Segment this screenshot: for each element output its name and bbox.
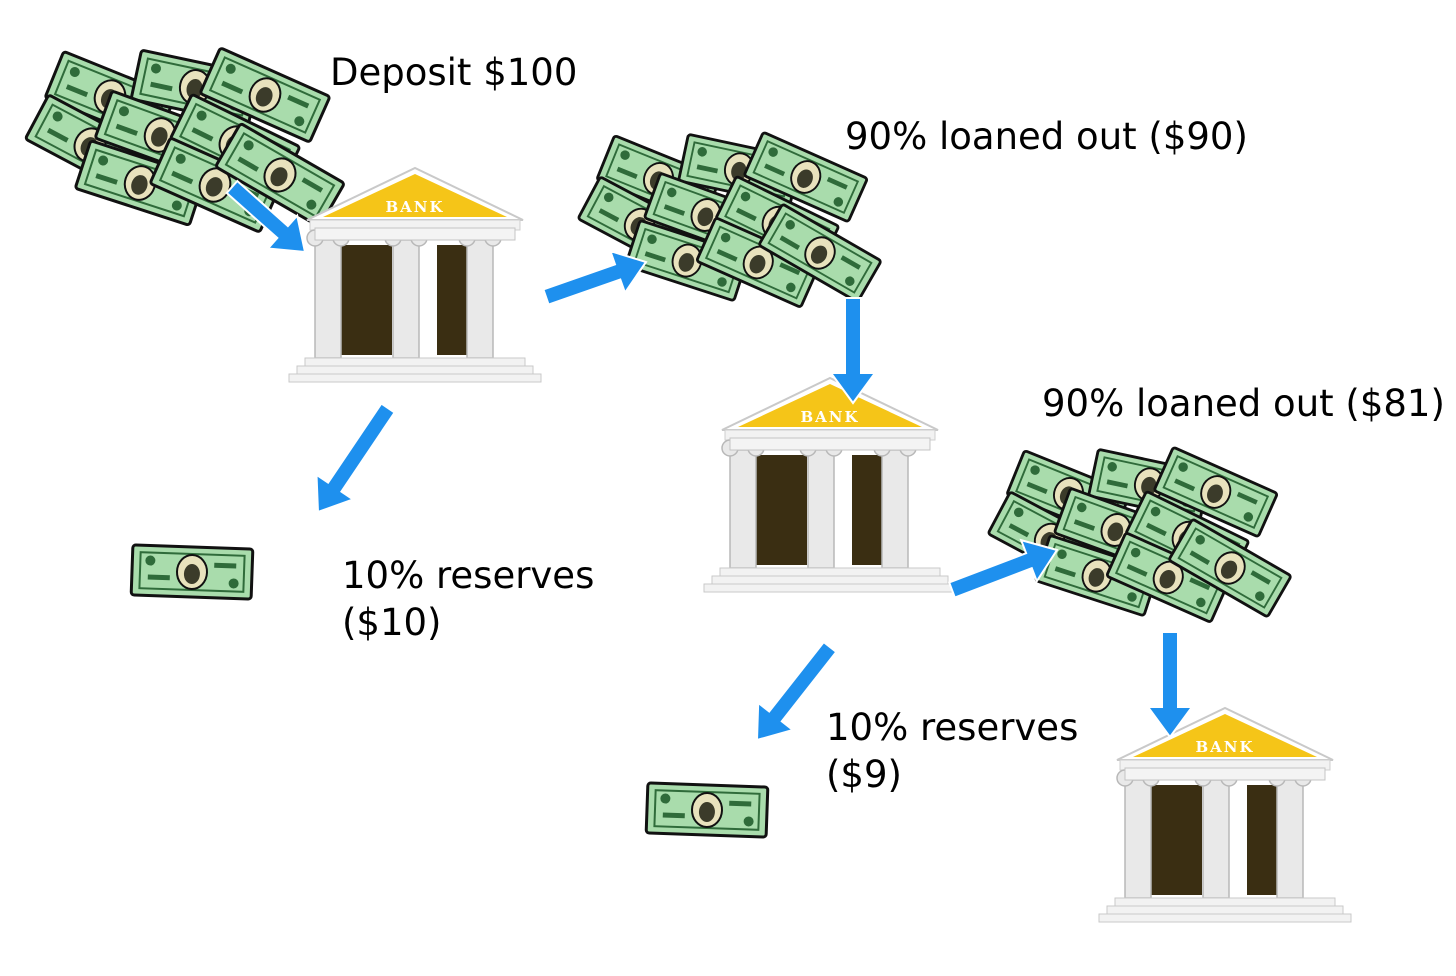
reserve-label-1: 10% reserves ($10)	[342, 552, 594, 646]
bank-3	[1098, 707, 1352, 923]
arrow-bank1-to-reserve	[315, 402, 396, 514]
bank-2	[703, 377, 957, 593]
arrow-loan-to-bank2	[829, 297, 877, 405]
reserve-label-2-line2: ($9)	[826, 753, 902, 796]
money-pile-deposit	[25, 48, 344, 232]
reserve-label-2: 10% reserves ($9)	[826, 704, 1078, 798]
arrow-deposit-to-bank1	[225, 179, 307, 254]
deposit-label: Deposit $100	[330, 51, 578, 94]
arrow-bank2-to-loan	[947, 538, 1059, 599]
reserve-label-2-line1: 10% reserves	[826, 706, 1079, 749]
reserve-label-1-line1: 10% reserves	[342, 554, 595, 597]
arrow-loan-to-bank3	[1146, 631, 1194, 739]
reserve-label-1-line2: ($10)	[342, 601, 442, 644]
loan-label-1: 90% loaned out ($90)	[845, 115, 1248, 158]
reserve-bill-1	[129, 543, 255, 601]
reserve-bill-2	[644, 781, 770, 839]
arrow-bank1-to-loan	[542, 249, 648, 306]
flow-arrows	[225, 179, 1194, 742]
arrow-bank2-to-reserve	[755, 640, 838, 742]
loan-label-2: 90% loaned out ($81)	[1042, 382, 1445, 425]
money-pile-loan-81	[988, 447, 1291, 622]
